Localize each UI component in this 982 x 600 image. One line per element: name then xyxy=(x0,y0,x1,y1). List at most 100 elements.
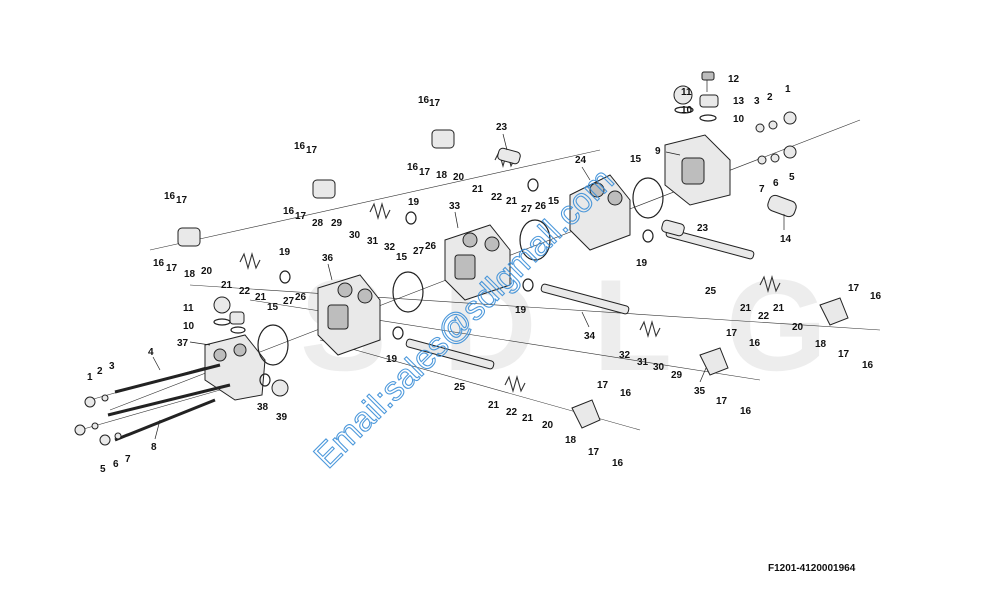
callout-16: 16 xyxy=(153,258,165,269)
callout-26: 26 xyxy=(295,292,307,303)
callout-27: 26 xyxy=(535,201,547,212)
drawing-code: F1201-4120001964 xyxy=(768,563,856,574)
callout-6: 6 xyxy=(773,178,779,189)
callout-10: 10 xyxy=(681,105,693,116)
callout-16: 16 xyxy=(294,141,306,152)
callout-20: 20 xyxy=(453,172,465,183)
callout-13: 13 xyxy=(733,96,745,107)
callout-30: 30 xyxy=(349,230,361,241)
callout-17: 17 xyxy=(306,145,318,156)
callout-16: 16 xyxy=(620,388,632,399)
callout-7: 7 xyxy=(125,454,131,465)
callout-21: 21 xyxy=(773,303,785,314)
callout-23: 23 xyxy=(496,122,508,133)
callout-21: 21 xyxy=(522,413,534,424)
callout-3: 3 xyxy=(754,96,760,107)
callout-labels: 11 12 10 13 10 3 2 1 9 7 6 5 1 4 16 17 16… xyxy=(87,74,882,475)
callout-8: 8 xyxy=(151,442,157,453)
callout-5: 5 xyxy=(789,172,795,183)
callout-1: 1 xyxy=(785,84,791,95)
callout-11: 11 xyxy=(681,87,692,98)
callout-17: 17 xyxy=(838,349,850,360)
callout-15: 15 xyxy=(267,302,279,313)
callout-16: 16 xyxy=(164,191,176,202)
callout-15: 15 xyxy=(396,252,408,263)
callout-19: 19 xyxy=(386,354,398,365)
callout-29: 29 xyxy=(671,370,683,381)
brand-watermark: S D L G xyxy=(300,252,837,398)
callout-19: 19 xyxy=(515,305,527,316)
callout-18: 18 xyxy=(184,269,196,280)
callout-26: 26 xyxy=(425,241,437,252)
callout-37: 37 xyxy=(177,338,189,349)
callout-1: 1 xyxy=(87,372,93,383)
callout-29: 29 xyxy=(331,218,343,229)
callout-22: 22 xyxy=(491,192,503,203)
callout-16: 16 xyxy=(283,206,295,217)
callout-19: 19 xyxy=(636,258,648,269)
callout-35: 35 xyxy=(694,386,706,397)
svg-text:S D L G: S D L G xyxy=(300,252,837,398)
callout-33: 33 xyxy=(449,201,461,212)
callout-16: 16 xyxy=(740,406,752,417)
callout-22: 22 xyxy=(506,407,518,418)
callout-16: 16 xyxy=(870,291,882,302)
callout-17: 17 xyxy=(716,396,728,407)
callout-32: 32 xyxy=(619,350,631,361)
callout-27: 27 xyxy=(413,246,425,257)
callout-2: 2 xyxy=(767,92,773,103)
callout-26: 15 xyxy=(548,196,560,207)
callout-17: 17 xyxy=(295,211,307,222)
right-end-cover xyxy=(664,71,797,218)
callout-5: 5 xyxy=(100,464,106,475)
callout-21: 21 xyxy=(472,184,484,195)
callout-19: 19 xyxy=(408,197,420,208)
callout-20: 20 xyxy=(201,266,213,277)
callout-12: 12 xyxy=(728,74,740,85)
callout-20: 20 xyxy=(542,420,554,431)
valve-section-36 xyxy=(317,274,381,356)
o-rings xyxy=(257,177,664,366)
callout-22: 22 xyxy=(239,286,251,297)
valve-section-24 xyxy=(569,174,631,251)
callout-38: 38 xyxy=(257,402,269,413)
callout-21: 21 xyxy=(740,303,752,314)
callout-27: 27 xyxy=(283,296,295,307)
callout-9: 9 xyxy=(655,146,661,157)
leader-lines xyxy=(152,80,785,440)
callout-22: 22 xyxy=(758,311,770,322)
callout-24: 24 xyxy=(575,155,587,166)
callout-17: 17 xyxy=(597,380,609,391)
callout-17: 17 xyxy=(166,263,178,274)
spring-caps xyxy=(177,129,849,429)
callout-30: 30 xyxy=(653,362,665,373)
callout-21: 21 xyxy=(255,292,267,303)
callout-18: 18 xyxy=(436,170,448,181)
callout-4: 4 xyxy=(148,347,154,358)
valve-section-33 xyxy=(444,224,511,301)
spools xyxy=(405,228,755,370)
callout-21: 21 xyxy=(488,400,500,411)
callout-25: 25 xyxy=(705,286,717,297)
callout-31: 31 xyxy=(637,357,649,368)
callout-16: 16 xyxy=(749,338,761,349)
callout-17: 17 xyxy=(419,167,431,178)
callout-16: 16 xyxy=(407,162,419,173)
callout-18: 18 xyxy=(815,339,827,350)
callout-36: 36 xyxy=(322,253,334,264)
callout-16: 16 xyxy=(862,360,874,371)
callout-25: 25 xyxy=(454,382,466,393)
callout-10: 10 xyxy=(183,321,195,332)
callout-17: 17 xyxy=(176,195,188,206)
callout-2: 2 xyxy=(97,366,103,377)
callout-20: 20 xyxy=(792,322,804,333)
callout-23: 23 xyxy=(697,223,709,234)
callout-16: 16 xyxy=(418,95,430,106)
callout-31: 31 xyxy=(367,236,379,247)
callout-16: 16 xyxy=(612,458,624,469)
callout-17: 17 xyxy=(726,328,738,339)
callout-15: 15 xyxy=(630,154,642,165)
callout-7: 7 xyxy=(759,184,765,195)
callout-34: 34 xyxy=(584,331,596,342)
callout-17: 17 xyxy=(848,283,860,294)
